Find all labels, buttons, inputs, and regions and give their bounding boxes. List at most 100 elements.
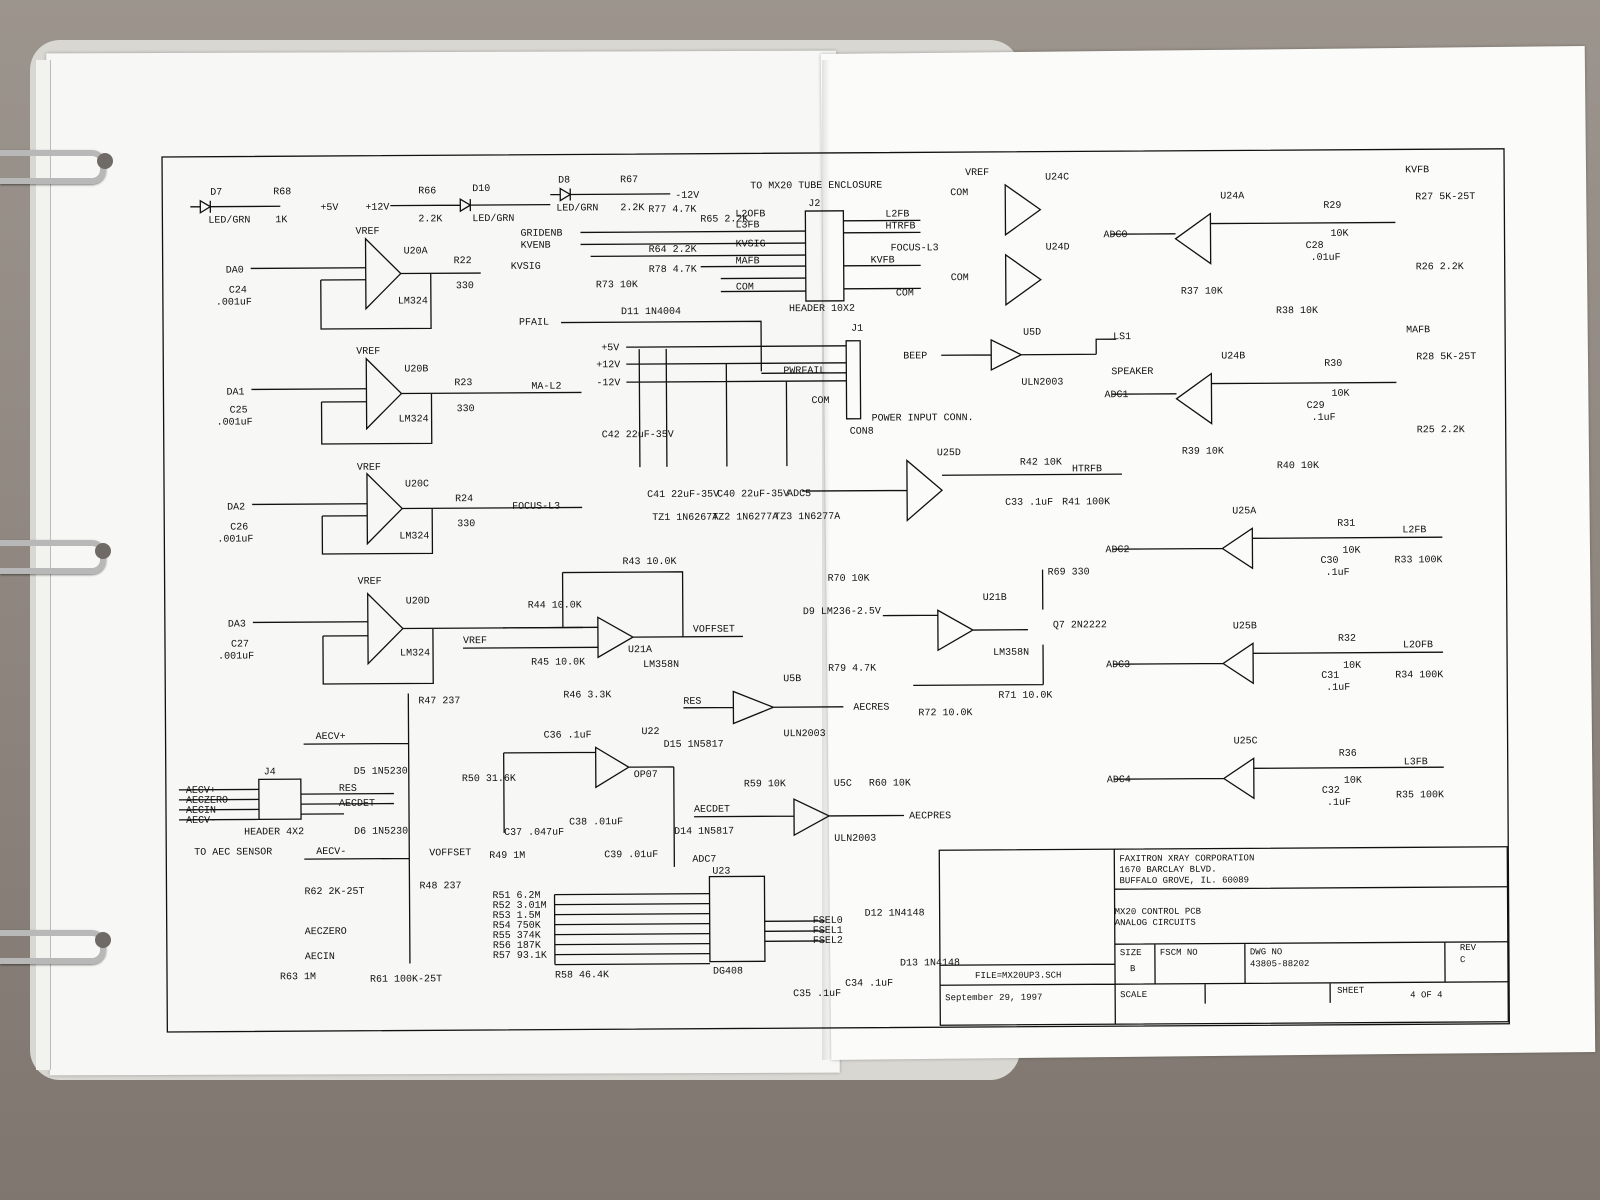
svg-text:LM324: LM324 [399,414,429,425]
svg-text:+5V: +5V [601,343,619,354]
svg-text:R45 10.0K: R45 10.0K [531,657,585,668]
svg-text:R42 10K: R42 10K [1020,457,1062,468]
svg-text:.001uF: .001uF [216,297,252,308]
svg-text:RES: RES [683,697,701,708]
svg-text:R49 1M: R49 1M [489,851,525,862]
svg-text:R39 10K: R39 10K [1182,447,1224,458]
svg-text:R64 2.2K: R64 2.2K [649,245,697,256]
drawing-date: September 29, 1997 [945,993,1042,1004]
svg-text:R55 374K: R55 374K [493,931,541,942]
svg-text:POWER INPUT CONN.: POWER INPUT CONN. [872,413,974,425]
svg-text:AECZERO: AECZERO [305,927,347,938]
svg-text:R63 1M: R63 1M [280,972,316,983]
svg-text:R31: R31 [1337,519,1355,530]
svg-text:R22: R22 [454,256,472,267]
svg-text:U20B: U20B [404,364,428,375]
svg-text:R59 10K: R59 10K [744,779,786,790]
svg-text:PWRFAIL: PWRFAIL [783,366,825,377]
svg-text:R72 10.0K: R72 10.0K [918,708,972,719]
svg-text:R41 100K: R41 100K [1062,497,1110,508]
svg-text:ADC4: ADC4 [1107,775,1131,786]
svg-text:AECV+: AECV+ [316,732,346,743]
svg-text:C28: C28 [1306,241,1324,252]
svg-text:U25B: U25B [1233,621,1257,632]
tube-enclosure-label: TO MX20 TUBE ENCLOSURE [750,181,882,193]
svg-text:AECDET: AECDET [694,805,730,816]
svg-text:R77 4.7K: R77 4.7K [648,205,696,216]
svg-text:L2OFB: L2OFB [735,209,765,220]
punch-hole [95,932,111,948]
svg-text:LED/GRN: LED/GRN [472,213,514,225]
opamp-u20d: DA3 U20D LM324 C27 .001uF VREF [218,577,583,685]
binder-ring-bottom [0,930,106,964]
opamp-u20b: DA1 U20B LM324 R23 330 MA-L2 C25 .001uF … [217,347,582,445]
svg-text:RES: RES [339,784,357,795]
svg-text:330: 330 [457,404,475,415]
svg-text:KVSIG: KVSIG [736,239,766,250]
svg-text:U5B: U5B [783,674,801,685]
svg-text:HEADER 10X2: HEADER 10X2 [789,304,855,315]
svg-text:TZ2 1N6277A: TZ2 1N6277A [712,512,778,523]
svg-text:D12 1N4148: D12 1N4148 [865,908,925,919]
svg-text:R62 2K-25T: R62 2K-25T [304,887,364,898]
svg-text:330: 330 [456,281,474,292]
svg-text:C40 22uF-35V: C40 22uF-35V [717,489,789,500]
svg-text:COM: COM [736,282,754,293]
svg-text:R68: R68 [273,187,291,198]
svg-text:LED/GRN: LED/GRN [208,214,250,226]
drawing-number: 43805-88202 [1250,959,1309,969]
svg-text:2.2K: 2.2K [620,203,644,214]
svg-text:C37 .047uF: C37 .047uF [504,828,564,839]
svg-text:D11 1N4004: D11 1N4004 [621,307,681,318]
opamp-u22: U22 OP07 D15 1N5817 D14 1N5817 C36 .1uF … [462,690,734,867]
mux-u23: U23 DG408 ADC7 R51 6.2M R52 3.01M R53 1.… [493,855,961,1001]
svg-text:SIZE: SIZE [1120,948,1142,958]
svg-text:ADC0: ADC0 [1103,230,1127,241]
svg-text:R23: R23 [454,378,472,389]
svg-text:L2FB: L2FB [1402,525,1426,536]
svg-text:R36: R36 [1339,749,1357,760]
binder-ring-middle [0,540,106,574]
svg-text:U24D: U24D [1046,242,1070,253]
svg-text:COM: COM [896,288,914,299]
svg-text:ADC2: ADC2 [1105,545,1129,556]
svg-text:+12V: +12V [365,203,389,214]
svg-text:SPEAKER: SPEAKER [1111,367,1153,378]
svg-text:COM: COM [950,188,968,199]
svg-text:R29: R29 [1323,201,1341,212]
svg-text:R28 5K-25T: R28 5K-25T [1416,352,1476,363]
svg-text:+5V: +5V [320,203,338,214]
svg-text:REV: REV [1460,943,1477,953]
svg-text:10K: 10K [1330,229,1348,240]
opamp-u20a: DA0 U20A LM324 R22 330 KVSIG C24 .001uF … [216,227,541,330]
schematic-diagram: TO MX20 TUBE ENCLOSURE D7 LED/GRN R68 1K… [161,148,1510,1033]
svg-text:L3FB: L3FB [1404,757,1428,768]
adc-channel-2: ADC2 U25A R31 10K C30 .1uF L2FB R33 100K [1105,506,1442,579]
page-fold [822,60,830,1060]
svg-text:2.2K: 2.2K [418,214,442,225]
svg-text:C29: C29 [1307,401,1325,412]
svg-text:DA3: DA3 [228,619,246,630]
svg-text:U24C: U24C [1045,172,1069,183]
svg-text:AECRES: AECRES [853,703,889,714]
svg-text:C36 .1uF: C36 .1uF [544,730,592,741]
svg-text:COM: COM [951,273,969,284]
svg-text:AECV-: AECV- [186,816,216,827]
svg-text:OP07: OP07 [634,770,658,781]
svg-text:J4: J4 [264,767,276,778]
opamp-u24c-u24d: U24C U24D VREF COM COM [950,168,1070,307]
adc-channel-0: ADC0 U24A R29 10K C28 .01uF KVFB R27 5K-… [1103,165,1475,317]
svg-text:U5D: U5D [1023,328,1041,339]
svg-text:R51 6.2M: R51 6.2M [493,891,541,902]
svg-text:.1uF: .1uF [1312,413,1336,424]
svg-text:U21B: U21B [983,593,1007,604]
svg-text:D10: D10 [472,184,490,195]
svg-text:VREF: VREF [355,227,379,238]
svg-text:DA2: DA2 [227,502,245,513]
svg-text:1K: 1K [275,215,287,226]
svg-text:AECDET: AECDET [339,799,375,810]
svg-text:R50 31.6K: R50 31.6K [462,774,516,785]
svg-text:.001uF: .001uF [218,651,254,662]
svg-text:DWG NO: DWG NO [1250,947,1282,957]
adc-channel-3: ADC3 U25B R32 10K C31 .1uF L2OFB R34 100… [1106,621,1443,694]
